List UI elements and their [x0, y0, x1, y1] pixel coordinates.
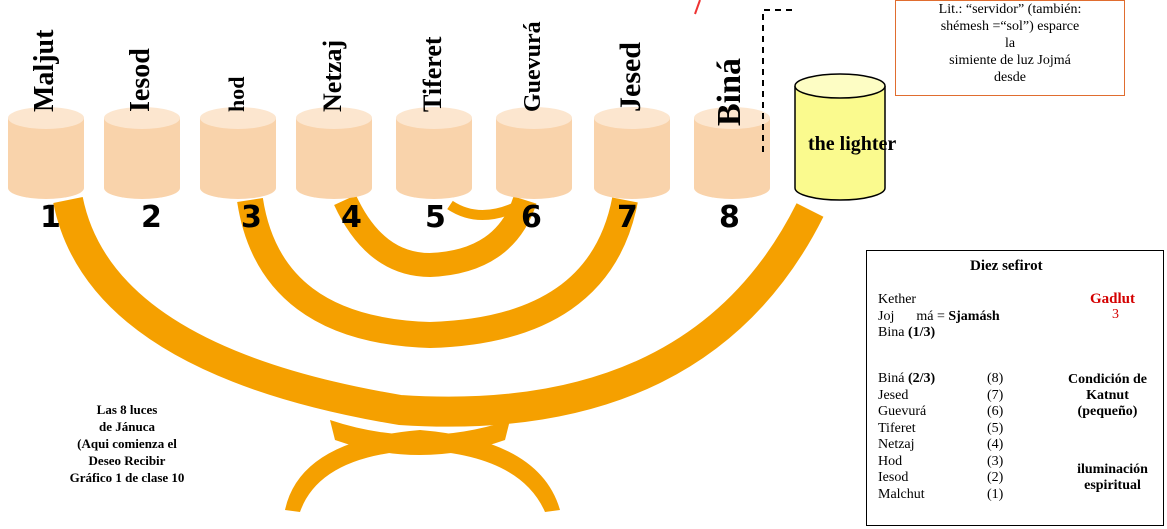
candle-number: 6 — [521, 200, 542, 235]
sefira-number: (4) — [987, 437, 1004, 452]
sefira-name: Hod — [878, 454, 902, 470]
arm-3-7 — [237, 197, 638, 349]
sefira-fraction: (2/3) — [907, 371, 936, 386]
lighter-label: the lighter — [808, 133, 897, 155]
candle-name: Biná — [711, 57, 749, 126]
illumination-line: iluminación — [1077, 462, 1148, 477]
sefira-number: (1) — [987, 486, 1004, 502]
menorah-base — [285, 430, 560, 512]
caption-line: Deseo Recibir — [88, 453, 166, 468]
note-line: desde — [994, 70, 1026, 85]
candle-7 — [594, 107, 670, 199]
sefira-name: Netzaj — [878, 437, 915, 453]
candle-4 — [296, 107, 372, 199]
jojma-prefix: Joj — [878, 309, 895, 324]
candle-number: 2 — [141, 200, 162, 235]
sefira-name: Tiferet — [878, 421, 916, 437]
condition-line: (pequeño) — [1077, 404, 1138, 419]
sefira-name: Malchut — [878, 487, 925, 503]
gadlut-number: 3 — [1112, 307, 1119, 322]
condition-line: Katnut — [1086, 388, 1129, 403]
arm-1-lighter — [53, 196, 824, 427]
note-box: Lit.: “servidor” (también: shémesh =“sol… — [895, 0, 1125, 96]
caption-line: de Jánuca — [99, 419, 155, 434]
candle-2 — [104, 107, 180, 199]
sefira-label: Jesed — [878, 387, 909, 403]
sefira-name: Biná (2/3) — [878, 371, 935, 387]
sefira-label: Netzaj — [878, 437, 915, 452]
candle-1 — [8, 107, 84, 199]
note-line: Lit.: “servidor” (también: — [938, 2, 1082, 17]
caption-line: Las 8 luces — [96, 402, 158, 417]
sefira-number: (6) — [987, 404, 1004, 419]
candle-name: Maljut — [28, 29, 60, 112]
sjamash-label: Sjamásh — [948, 309, 1000, 324]
sefira-number: (5) — [987, 420, 1004, 436]
jojma-row: Joj má = Sjamásh — [878, 309, 1000, 325]
candle-number: 5 — [425, 200, 446, 235]
bina-fraction: (1/3) — [907, 325, 936, 340]
sefira-name: Iesod — [878, 470, 908, 486]
menorah-base-upper — [330, 420, 510, 455]
sefira-label: Hod — [878, 453, 903, 469]
arm-4-6 — [334, 194, 537, 278]
caption-line: (Aqui comienza el — [77, 436, 177, 451]
candle-3 — [200, 107, 276, 199]
sefira-number: (8) — [987, 371, 1004, 386]
sefira-number: (2) — [987, 470, 1004, 485]
sefira-number: (3) — [987, 453, 1004, 469]
kether-label: Kether — [878, 292, 917, 307]
sefira-label: Biná — [878, 371, 908, 386]
sefira-label: Guevurá — [878, 404, 927, 419]
bina-dashed-connector — [762, 9, 792, 152]
jojma-mid: má = — [916, 309, 949, 324]
bina-row: Bina (1/3) — [878, 325, 935, 341]
sefira-label: Iesod — [878, 470, 909, 485]
candle-number: 1 — [40, 200, 61, 235]
candle-name: Iesod — [124, 48, 156, 112]
sefira-label: Malchut — [878, 486, 925, 502]
candle-name: Tiferet — [417, 36, 447, 112]
condition-label: Condición de Katnut (pequeño) — [1050, 372, 1165, 420]
sefira-name: Jesed — [878, 388, 908, 404]
candle-number: 7 — [617, 200, 638, 235]
candle-number: 8 — [719, 200, 740, 235]
gadlut-label: Gadlut — [1090, 291, 1136, 307]
candle-number: 4 — [341, 200, 362, 235]
candle-name: Netzaj — [317, 39, 347, 112]
arm-5-6-inner — [447, 200, 523, 220]
condition-line: Condición de — [1068, 372, 1147, 387]
caption: Las 8 luces de Jánuca (Aqui comienza el … — [22, 401, 232, 486]
illumination-line: espiritual — [1084, 478, 1141, 493]
candle-6 — [496, 107, 572, 199]
candle-number: 3 — [241, 200, 262, 235]
lighter-candle — [794, 73, 886, 201]
sefirot-box — [866, 250, 1164, 526]
sefira-name: Guevurá — [878, 404, 926, 420]
bina-prefix: Bina — [878, 325, 908, 340]
sefira-number: (7) — [987, 387, 1004, 403]
candle-8 — [694, 107, 770, 199]
candle-5 — [396, 107, 472, 199]
red-tick — [694, 0, 701, 15]
note-line: la — [1004, 36, 1016, 51]
sefirot-title: Diez sefirot — [970, 258, 1043, 274]
note-line: shémesh =“sol”) esparce — [940, 19, 1080, 34]
illumination-label: iluminación espiritual — [1060, 462, 1165, 494]
note-line: simiente de luz Jojmá — [949, 53, 1071, 68]
candle-name: hod — [223, 76, 249, 112]
caption-line: Gráfico 1 de clase 10 — [69, 470, 185, 485]
candle-name: Jesed — [613, 42, 647, 112]
sefira-label: Tiferet — [878, 420, 916, 436]
candle-name: Guevurá — [519, 21, 546, 112]
